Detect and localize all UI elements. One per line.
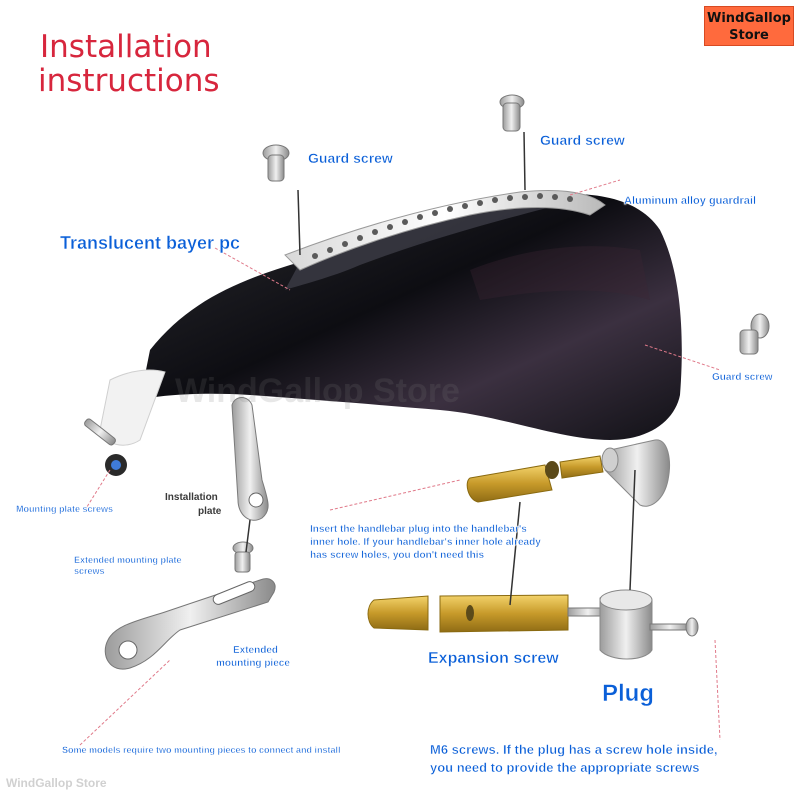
label-extended-piece-2: mounting piece bbox=[216, 658, 290, 669]
label-aluminum-guardrail: Aluminum alloy guardrail bbox=[624, 195, 757, 207]
pointer-lines bbox=[245, 131, 636, 606]
brand-logo: WindGallop Store bbox=[704, 6, 794, 46]
label-mounting-plate-screws: Mounting plate screws bbox=[16, 504, 114, 514]
guard-screw-left bbox=[262, 144, 290, 182]
label-guard-screw-top: Guard screw bbox=[540, 132, 625, 148]
aluminum-guardrail bbox=[284, 190, 606, 271]
label-plug-note-1: Insert the handlebar plug into the handl… bbox=[310, 524, 527, 535]
extended-mounting-screw bbox=[232, 541, 254, 573]
title-line-1: Installation bbox=[40, 29, 212, 65]
watermark-center: WindGallop Store bbox=[175, 372, 460, 410]
label-plug: Plug bbox=[602, 680, 654, 707]
label-extended-screws-1: Extended mounting plate bbox=[74, 555, 182, 565]
expansion-screw-assembly bbox=[367, 589, 699, 660]
label-m6-note-1: M6 screws. If the plug has a screw hole … bbox=[430, 742, 718, 757]
label-two-pieces-note: Some models require two mounting pieces … bbox=[62, 745, 341, 755]
title-line-2: instructions bbox=[38, 63, 220, 99]
label-extended-piece-1: Extended bbox=[233, 645, 279, 656]
label-translucent-pc: Translucent bayer pc bbox=[60, 233, 241, 253]
label-installation-plate-1: Installation bbox=[165, 492, 218, 503]
guard-screw-top bbox=[499, 94, 525, 132]
mounting-plate-screw bbox=[84, 418, 127, 476]
label-plug-note-3: has screw holes, you don't need this bbox=[310, 550, 485, 561]
watermark-corner: WindGallop Store bbox=[6, 776, 107, 790]
expansion-plug-upper bbox=[466, 455, 604, 503]
bar-end-cap bbox=[601, 439, 670, 507]
brand-line-1: WindGallop bbox=[707, 11, 791, 26]
guard-shell bbox=[99, 193, 682, 446]
label-guard-screw-right: Guard screw bbox=[712, 372, 773, 383]
label-guard-screw-left: Guard screw bbox=[308, 150, 393, 166]
label-installation-plate-2: plate bbox=[198, 506, 222, 517]
label-extended-screws-2: screws bbox=[74, 566, 105, 576]
extended-mounting-piece bbox=[104, 578, 276, 670]
guard-screw-right bbox=[739, 313, 770, 355]
leader-lines bbox=[79, 179, 721, 746]
installation-plate bbox=[231, 397, 269, 521]
label-plug-note-2: inner hole. If your handlebar's inner ho… bbox=[310, 537, 541, 548]
brand-line-2: Store bbox=[729, 28, 769, 43]
label-expansion-screw: Expansion screw bbox=[428, 650, 559, 667]
label-m6-note-2: you need to provide the appropriate scre… bbox=[430, 760, 700, 775]
